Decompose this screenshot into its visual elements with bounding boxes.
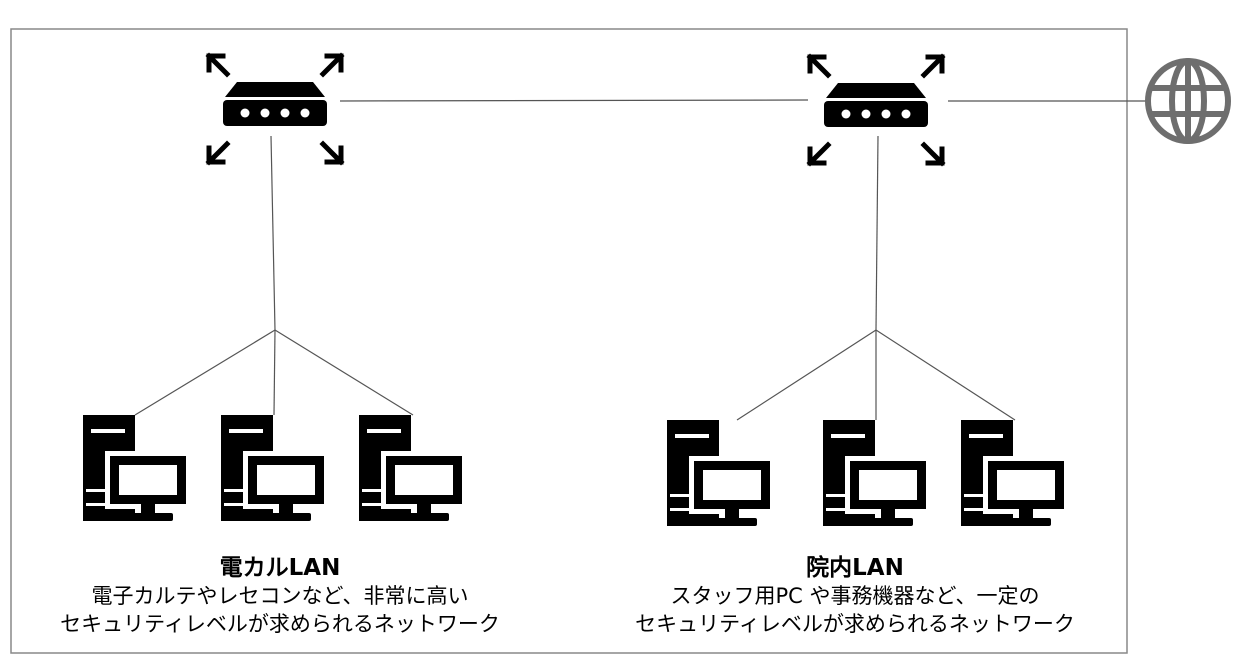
left-router-trunk (270, 135, 276, 331)
desktop-computer-icon (823, 420, 931, 526)
left-lan-desc-line-2: セキュリティレベルが求められるネットワーク (60, 612, 500, 636)
left-branch-2 (273, 329, 276, 416)
right-lan-label: 院内LAN スタッフ用PC や事務機器など、一定の セキュリティレベルが求められ… (605, 554, 1105, 638)
right-lan-title: 院内LAN (806, 555, 904, 581)
connection-lines (134, 99, 1148, 421)
router-to-router-link (339, 99, 809, 102)
right-router-trunk (875, 135, 879, 331)
desktop-computer-icon (359, 415, 467, 521)
network-boundary-frame (10, 28, 1128, 654)
left-branch-1 (134, 329, 276, 416)
globe-icon (1145, 58, 1231, 144)
right-branch-3 (875, 329, 1016, 421)
left-lan-title: 電カルLAN (219, 555, 341, 581)
desktop-computer-icon (961, 420, 1069, 526)
right-lan-desc-line-1: スタッフ用PC や事務機器など、一定の (670, 584, 1040, 608)
left-lan-label: 電カルLAN 電子カルテやレセコンなど、非常に高い セキュリティレベルが求められ… (30, 554, 530, 638)
right-lan-desc-line-2: セキュリティレベルが求められるネットワーク (635, 612, 1075, 636)
router-icon (209, 56, 341, 162)
left-lan-desc-line-1: 電子カルテやレセコンなど、非常に高い (91, 584, 469, 608)
desktop-computer-icon (667, 420, 775, 526)
desktop-computer-icon (83, 415, 191, 521)
router-icon (810, 57, 942, 163)
left-branch-3 (274, 329, 414, 416)
right-branch-1 (736, 329, 877, 421)
desktop-computer-icon (221, 415, 329, 521)
